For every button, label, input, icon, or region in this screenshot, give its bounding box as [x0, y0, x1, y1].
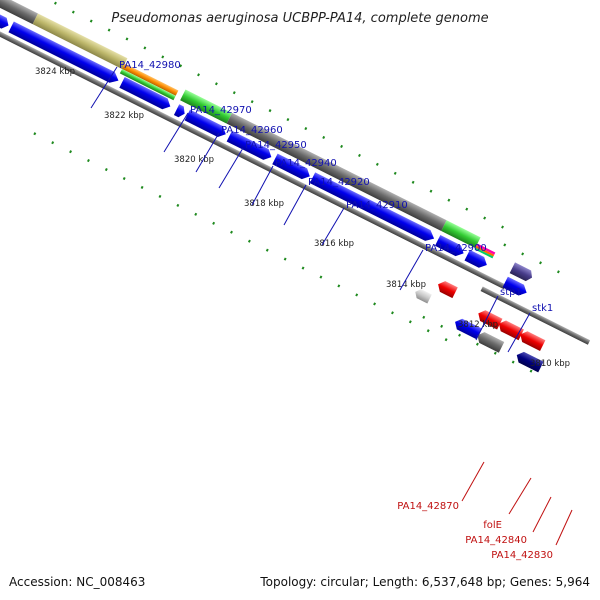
- tick-label: 3824 kbp: [35, 67, 75, 77]
- map-segment-main: [0, 0, 512, 345]
- feature-gray[interactable]: [226, 112, 447, 232]
- leader-line: [399, 249, 424, 291]
- feature-green[interactable]: [441, 220, 481, 249]
- tick-label: 3820 kbp: [174, 155, 214, 165]
- gene-arrow[interactable]: [8, 21, 121, 85]
- leader-line: [283, 184, 307, 226]
- leader-line: [475, 295, 499, 341]
- gene-label-reverse[interactable]: PA14_42840: [465, 535, 527, 546]
- leader-line: [507, 312, 531, 353]
- gene-arrow[interactable]: [309, 172, 437, 244]
- gene-arrow[interactable]: [509, 262, 535, 283]
- tick-label: 3822 kbp: [104, 111, 144, 121]
- gene-arrow[interactable]: [119, 76, 173, 112]
- tick-marks-inner: [422, 315, 540, 377]
- gene-label-forward[interactable]: PA14_42980: [119, 60, 181, 71]
- accession-label: Accession: NC_008463: [9, 575, 145, 589]
- gene-label-forward[interactable]: PA14_42900: [425, 243, 487, 254]
- feature-green[interactable]: [180, 89, 233, 124]
- gene-arrow-reverse[interactable]: [413, 287, 432, 304]
- feature-olive[interactable]: [32, 13, 128, 69]
- genome-backbone: [0, 16, 507, 290]
- tick-label: 3816 kbp: [314, 239, 354, 249]
- gene-arrow[interactable]: [272, 153, 312, 182]
- gene-arrow[interactable]: [434, 235, 466, 259]
- leader-line: [555, 509, 573, 546]
- gene-label-forward[interactable]: PA14_42950: [245, 140, 307, 151]
- genome-title: Pseudomonas aeruginosa UCBPP-PA14, compl…: [111, 11, 488, 26]
- leader-line: [90, 66, 118, 109]
- gene-label-forward[interactable]: PA14_42970: [190, 105, 252, 116]
- gene-label-forward[interactable]: stk1: [532, 303, 553, 314]
- genome-backbone: [480, 286, 591, 345]
- leader-line: [532, 496, 552, 533]
- tick-label: 3810 kbp: [530, 359, 570, 369]
- gene-arrow[interactable]: [226, 130, 274, 163]
- feature-green[interactable]: [119, 68, 176, 101]
- gene-arrow[interactable]: [464, 249, 489, 271]
- feature-green[interactable]: [474, 247, 494, 259]
- gene-label-forward[interactable]: PA14_42920: [308, 177, 370, 188]
- gene-label-reverse[interactable]: PA14_42870: [397, 501, 459, 512]
- gene-arrow[interactable]: [184, 109, 229, 140]
- leader-line: [321, 207, 345, 246]
- feature-orange[interactable]: [122, 63, 179, 96]
- feature-orange[interactable]: [475, 245, 495, 257]
- tick-marks-outer: [18, 0, 512, 233]
- topology-label: Topology: circular; Length: 6,537,648 bp…: [259, 575, 590, 589]
- gene-arrow-reverse[interactable]: [476, 308, 503, 330]
- gene-label-forward[interactable]: PA14_42940: [275, 158, 337, 169]
- map-segment-lower: [413, 243, 591, 377]
- leader-line: [218, 147, 244, 189]
- leader-line: [461, 461, 485, 502]
- gene-arrow[interactable]: [475, 330, 505, 353]
- leader-line: [163, 112, 189, 153]
- tick-label: 3814 kbp: [386, 280, 426, 290]
- feature-gray[interactable]: [0, 0, 39, 25]
- feature-magenta[interactable]: [476, 243, 496, 255]
- gene-arrow-reverse[interactable]: [435, 279, 458, 299]
- gene-arrow-reverse[interactable]: [518, 329, 546, 351]
- leader-line: [508, 477, 532, 515]
- gene-label-reverse[interactable]: folE: [483, 520, 502, 531]
- tick-marks-inner: [33, 132, 455, 345]
- gene-arrow[interactable]: [173, 104, 187, 119]
- gene-label-reverse[interactable]: PA14_42830: [491, 550, 553, 561]
- tick-label: 3812 kbp: [458, 320, 498, 330]
- gene-arrow[interactable]: [502, 276, 529, 298]
- leader-line: [195, 132, 220, 173]
- tick-marks-outer: [503, 243, 576, 282]
- gene-arrow[interactable]: [452, 316, 482, 340]
- gene-label-forward[interactable]: PA14_42960: [221, 125, 283, 136]
- gene-label-forward[interactable]: stp1: [500, 287, 522, 298]
- tick-label: 3818 kbp: [244, 199, 284, 209]
- gene-label-forward[interactable]: PA14_42910: [346, 200, 408, 211]
- leader-line: [251, 165, 274, 206]
- gene-arrow[interactable]: [514, 350, 544, 373]
